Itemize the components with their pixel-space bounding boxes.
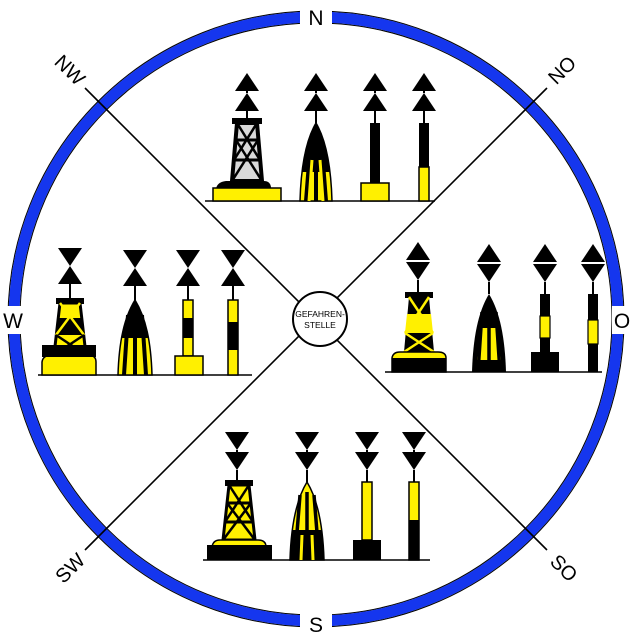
- west-spar-buoy: [118, 250, 152, 375]
- west-pole: [221, 250, 245, 375]
- danger-point: GEFAHREN- STELLE: [293, 292, 347, 346]
- east-spar-buoy: [472, 244, 506, 372]
- north-pole: [412, 73, 436, 201]
- north-pole-on-base: [361, 73, 389, 201]
- south-spar-buoy: [290, 432, 324, 560]
- east-pillar-buoy: [392, 242, 446, 372]
- west-quadrant: [38, 248, 252, 375]
- south-pole: [402, 432, 426, 560]
- west-pillar-buoy: [42, 248, 96, 375]
- east-pole: [581, 244, 605, 372]
- north-quadrant: [205, 73, 436, 201]
- south-pillar-buoy: [207, 432, 272, 560]
- danger-label-line1: GEFAHREN-: [295, 309, 345, 319]
- north-spar-buoy: [300, 73, 332, 201]
- south-pole-on-base: [353, 432, 381, 560]
- east-quadrant: [385, 242, 605, 372]
- north-pillar-buoy: [213, 73, 281, 201]
- east-pole-on-base: [531, 244, 559, 372]
- south-quadrant: [203, 432, 430, 560]
- label-north: N: [308, 7, 323, 30]
- label-south: S: [309, 614, 323, 633]
- danger-label-line2: STELLE: [304, 320, 336, 330]
- label-east: O: [614, 310, 630, 333]
- label-west: W: [3, 310, 23, 333]
- west-pole-on-base: [175, 250, 203, 375]
